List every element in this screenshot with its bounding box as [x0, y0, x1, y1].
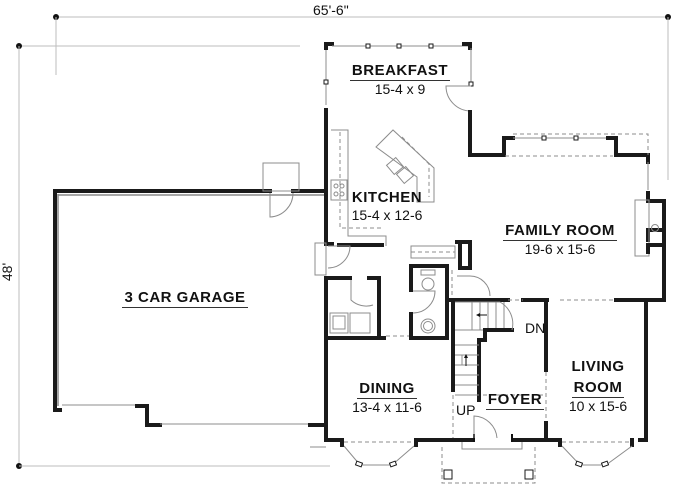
- powder-room: [409, 240, 491, 340]
- room-garage: 3 CAR GARAGE: [115, 289, 255, 308]
- room-breakfast: BREAKFAST 15-4 x 9: [348, 62, 452, 97]
- room-dining: DINING 13-4 x 11-6: [345, 380, 429, 416]
- room-foyer: FOYER: [485, 391, 545, 410]
- room-dining-name: DINING: [357, 380, 417, 399]
- dining-room-walls: [310, 336, 452, 468]
- room-garage-name: 3 CAR GARAGE: [122, 289, 248, 308]
- room-family-name: FAMILY ROOM: [503, 222, 617, 241]
- overall-depth-label: 48': [0, 262, 16, 282]
- room-foyer-name: FOYER: [485, 391, 545, 410]
- room-family-size: 19-6 x 15-6: [524, 241, 596, 257]
- room-living-name2: ROOM: [571, 379, 625, 398]
- dimension-lines: [16, 14, 671, 469]
- room-breakfast-size: 15-4 x 9: [374, 81, 426, 97]
- overall-width-label: 65'-6": [313, 2, 349, 18]
- stairs: [448, 298, 549, 440]
- stair-up-label: UP: [456, 402, 476, 418]
- room-kitchen-size: 15-4 x 12-6: [351, 207, 423, 223]
- room-living-name: LIVING: [571, 358, 625, 375]
- stair-down-label: DN: [525, 320, 546, 336]
- living-room-walls: [534, 298, 634, 468]
- garage-walls: [53, 162, 328, 427]
- laundry-area: [314, 242, 410, 340]
- room-kitchen: KITCHEN 15-4 x 12-6: [345, 189, 429, 224]
- front-entry: [441, 394, 546, 484]
- kitchen-fixtures: [330, 129, 435, 247]
- room-dining-size: 13-4 x 11-6: [352, 399, 422, 415]
- room-family: FAMILY ROOM 19-6 x 15-6: [498, 222, 622, 257]
- room-breakfast-name: BREAKFAST: [349, 62, 451, 81]
- room-kitchen-name: KITCHEN: [351, 189, 423, 206]
- room-living-size: 10 x 15-6: [568, 398, 628, 414]
- room-living: LIVING ROOM 10 x 15-6: [560, 358, 636, 415]
